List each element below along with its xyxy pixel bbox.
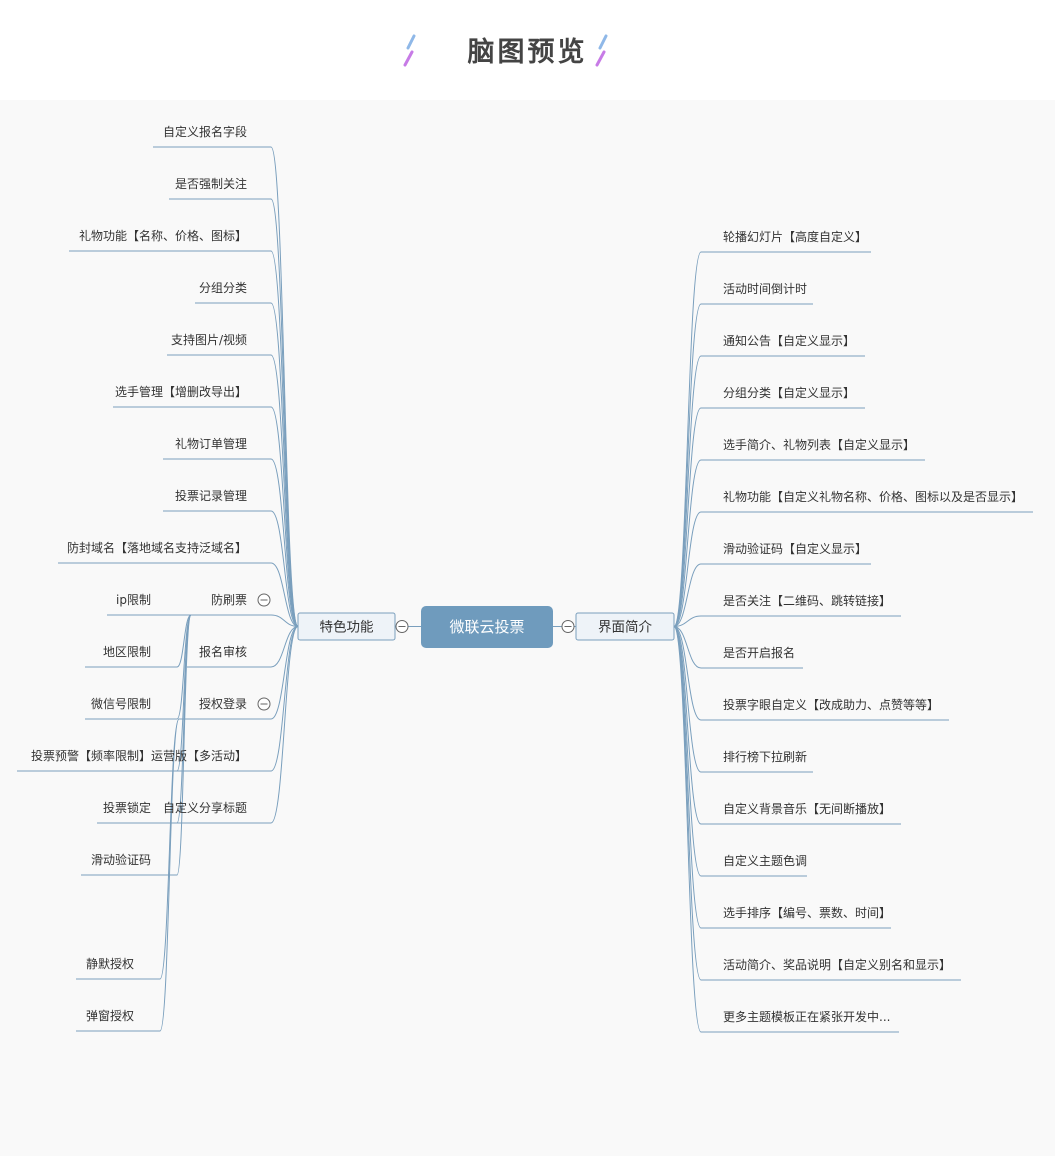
left-item-label: 礼物订单管理 <box>175 436 247 451</box>
left-item-label: 礼物功能【名称、价格、图标】 <box>79 228 247 243</box>
edge-left-item <box>270 614 299 627</box>
edge-left-item <box>270 146 299 627</box>
left-item-label: 投票记录管理 <box>175 488 247 503</box>
left-subitem-label: 投票预警【频率限制】 <box>31 748 151 763</box>
right-item-label: 是否开启报名 <box>723 645 795 660</box>
left-item-label: 防封域名【落地域名支持泛域名】 <box>67 540 247 555</box>
left-item-label: 授权登录 <box>199 696 247 711</box>
collapse-left-item-icon[interactable] <box>257 697 271 711</box>
header: 脑图预览 <box>0 0 1055 100</box>
root-node[interactable] <box>421 606 553 648</box>
edge-left-subitem <box>159 718 180 1032</box>
branch-node-features[interactable] <box>297 612 396 641</box>
right-item-label: 活动时间倒计时 <box>723 282 807 296</box>
edge-left-item <box>270 626 299 668</box>
left-item-label: 选手管理【增删改导出】 <box>115 384 247 399</box>
right-item-label: 分组分类【自定义显示】 <box>723 385 855 400</box>
left-subitem-label: 投票锁定 <box>103 800 151 815</box>
left-item-label: 自定义报名字段 <box>163 124 247 139</box>
edge-left-item <box>270 354 299 627</box>
edge-left-item <box>270 458 299 627</box>
edge-left-subitem <box>176 614 192 876</box>
left-subitem-label: 弹窗授权 <box>86 1008 134 1023</box>
right-item-label: 是否关注【二维码、跳转链接】 <box>723 593 891 608</box>
slash-decoration-icon <box>595 34 608 67</box>
left-item-label: 报名审核 <box>199 644 247 659</box>
edge-left-item <box>270 302 299 627</box>
edge-right-item <box>673 459 702 627</box>
collapse-interface-icon[interactable] <box>561 620 575 633</box>
edge-right-item <box>673 626 702 1033</box>
edge-right-item <box>673 355 702 627</box>
left-subitem-label: ip限制 <box>116 593 151 607</box>
edge-right-item <box>673 626 702 773</box>
left-item-label: 运营版【多活动】 <box>151 749 247 763</box>
edge-right-item <box>673 626 702 981</box>
slash-decoration-icon <box>403 34 416 67</box>
right-item-label: 排行榜下拉刷新 <box>723 749 807 764</box>
edge-right-item <box>673 626 702 721</box>
right-item-label: 滑动验证码【自定义显示】 <box>723 541 867 556</box>
left-subitem-label: 微信号限制 <box>91 697 151 711</box>
mindmap-edges <box>17 146 1033 1033</box>
edge-left-item <box>270 626 299 720</box>
right-item-label: 投票字眼自定义【改成助力、点赞等等】 <box>723 697 939 712</box>
left-subitem-label: 静默授权 <box>86 956 134 971</box>
right-item-label: 通知公告【自定义显示】 <box>723 333 855 348</box>
left-item-label: 是否强制关注 <box>175 176 247 191</box>
edge-left-item <box>270 562 299 627</box>
left-item-label: 支持图片/视频 <box>171 332 247 347</box>
edge-left-item <box>270 406 299 627</box>
branch-label-interface: 界面简介 <box>598 619 652 636</box>
edge-right-item <box>673 615 702 627</box>
root-node-label: 微联云投票 <box>449 618 524 636</box>
right-item-label: 自定义主题色调 <box>723 853 807 868</box>
edge-right-item <box>673 563 702 627</box>
right-item-label: 自定义背景音乐【无间断播放】 <box>723 801 891 816</box>
edge-right-item <box>673 511 702 627</box>
left-item-label: 分组分类 <box>199 281 247 295</box>
mindmap-nodes: 微联云投票 特色功能 界面简介 自定义报名字段是否强制关注礼物功能【名称、价格、图标】… <box>31 124 1023 1024</box>
left-subitem-label: 滑动验证码 <box>91 852 151 867</box>
collapse-left-item-icon[interactable] <box>257 593 271 607</box>
right-item-label: 活动简介、奖品说明【自定义别名和显示】 <box>723 957 951 972</box>
left-item-label: 自定义分享标题 <box>163 800 247 815</box>
edge-left-item <box>270 626 299 824</box>
edge-right-item <box>673 303 702 627</box>
collapse-features-icon[interactable] <box>395 620 409 633</box>
right-item-label: 更多主题模板正在紧张开发中... <box>723 1009 890 1024</box>
right-item-label: 选手简介、礼物列表【自定义显示】 <box>723 437 915 452</box>
left-subitem-label: 地区限制 <box>103 645 151 659</box>
edge-right-item <box>673 407 702 627</box>
right-item-label: 轮播幻灯片【高度自定义】 <box>723 229 867 244</box>
edge-left-item <box>270 626 299 772</box>
right-item-label: 选手排序【编号、票数、时间】 <box>723 905 891 920</box>
branch-label-features: 特色功能 <box>320 619 374 636</box>
left-item-label: 防刷票 <box>211 592 247 607</box>
page-title: 脑图预览 <box>467 37 588 68</box>
right-item-label: 礼物功能【自定义礼物名称、价格、图标以及是否显示】 <box>723 489 1023 504</box>
edge-left-item <box>270 510 299 627</box>
edge-right-item <box>673 626 702 669</box>
branch-node-interface[interactable] <box>575 612 675 641</box>
